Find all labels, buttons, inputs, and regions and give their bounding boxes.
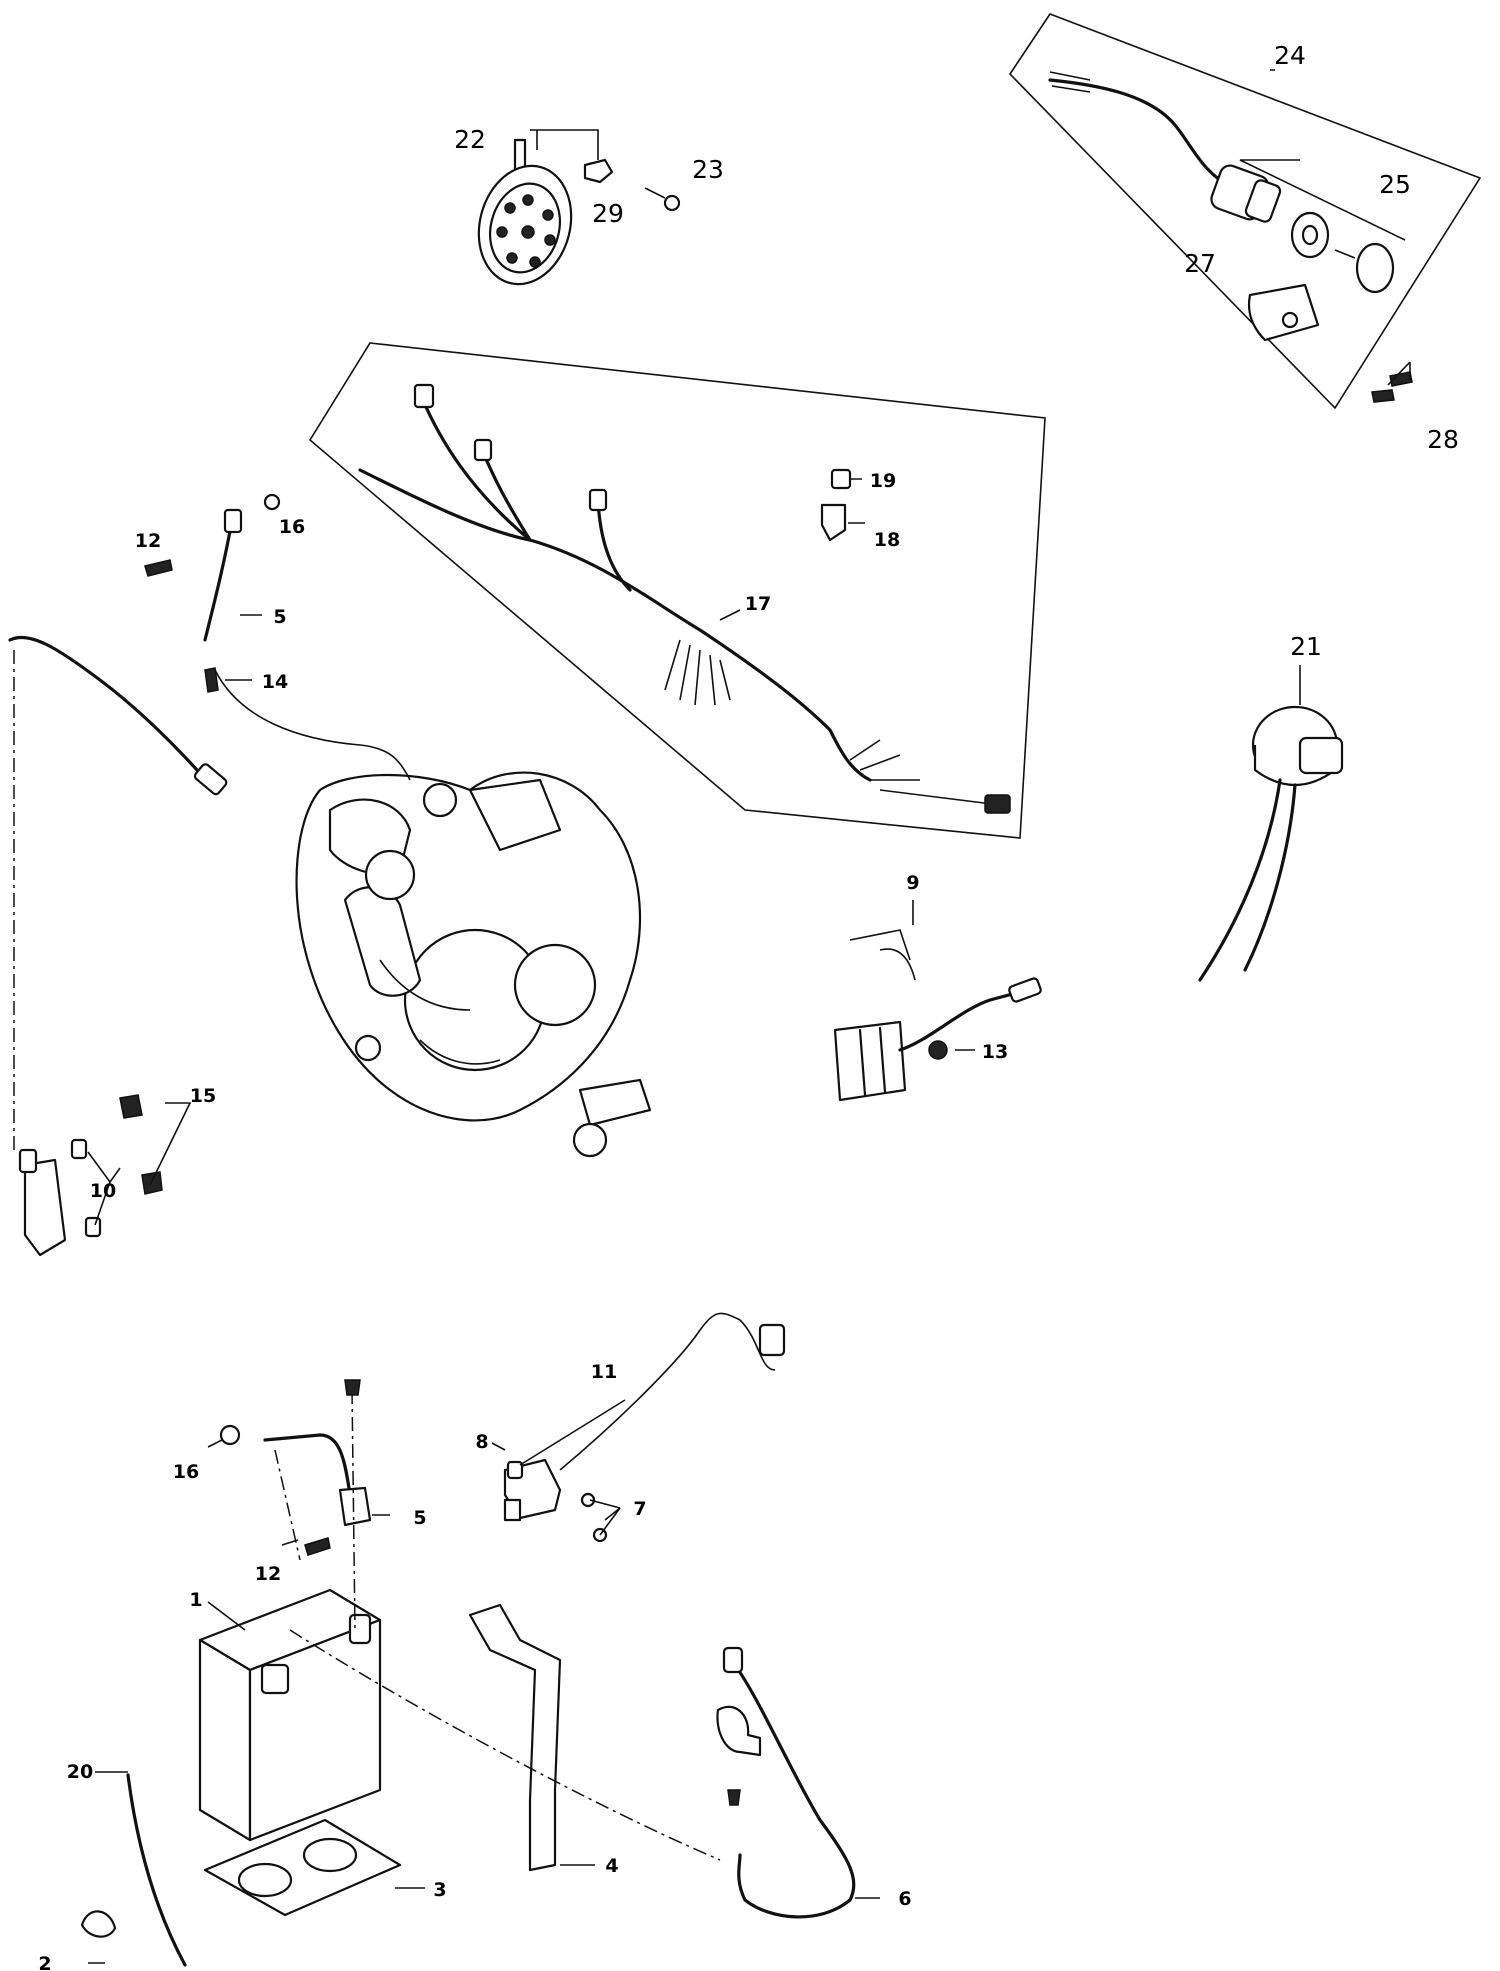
terminal-bolt [344,1379,361,1396]
callout-20: 20 [67,1761,93,1783]
washer-16-top [263,493,281,511]
callout-1: 1 [189,1589,202,1611]
callout-10: 10 [90,1180,116,1202]
callout-9: 9 [906,872,919,894]
bolt-12-bottom [304,1537,331,1556]
horn [477,138,573,286]
switch-cover [1247,283,1320,342]
ground-cable-upper [203,508,411,781]
ignition-switch [1048,71,1282,223]
callout-22: 22 [454,125,486,154]
callout-5-bottom: 5 [413,1507,426,1529]
callout-12-top: 12 [135,530,161,552]
switch-nut [1290,211,1330,259]
callout-18: 18 [874,529,900,551]
battery [198,1588,382,1842]
callout-16-top: 16 [279,516,305,538]
callout-13: 13 [982,1041,1008,1063]
starter-relay [503,1458,562,1522]
horn-nut [583,158,614,184]
callout-23: 23 [692,155,724,184]
negative-cable [716,1646,856,1919]
battery-pad [203,1818,402,1917]
relay-wire [519,1312,786,1471]
callout-21: 21 [1290,632,1322,661]
harness-group-outline [308,342,1046,839]
ignition-group-outline [1008,13,1482,410]
regulator-screw [928,1040,948,1060]
callout-8: 8 [475,1431,488,1453]
battery-strap [468,1603,562,1872]
callout-7: 7 [633,1498,646,1520]
washer-16-bottom [219,1424,241,1446]
wiring-harness [358,383,1011,814]
callout-11: 11 [591,1361,617,1383]
callout-3: 3 [433,1879,446,1901]
callout-27: 27 [1184,249,1216,278]
callout-17: 17 [745,593,771,615]
callout-6: 6 [898,1888,911,1910]
callout-2: 2 [38,1953,51,1971]
vent-tube [126,1773,187,1967]
coil-screws [119,1094,163,1195]
relay-18 [820,503,847,542]
engine [295,771,652,1158]
ignition-coil [18,1148,67,1257]
battery-cable-upper [263,1389,372,1631]
callout-4: 4 [605,1855,618,1877]
callout-5-top: 5 [273,606,286,628]
callout-12-bottom: 12 [255,1563,281,1585]
vent-tube-clip [80,1910,117,1938]
callout-14: 14 [262,671,288,693]
callout-28: 28 [1427,425,1459,454]
cover-screws [1371,371,1413,403]
relay-19 [830,468,852,490]
ht-lead [8,635,228,1150]
callout-15: 15 [190,1085,216,1107]
switch-key [1334,242,1395,294]
callout-16-bottom: 16 [173,1461,199,1483]
bolt-12-top [144,559,173,577]
coil-spacers [70,1138,102,1238]
horn-bolt [644,187,681,212]
callout-19: 19 [870,470,896,492]
screw-14 [204,667,219,693]
callout-25: 25 [1379,170,1411,199]
callout-29: 29 [592,199,624,228]
voltage-regulator [833,929,1042,1102]
callout-24: 24 [1274,41,1306,70]
thermo-switch [1198,705,1344,982]
